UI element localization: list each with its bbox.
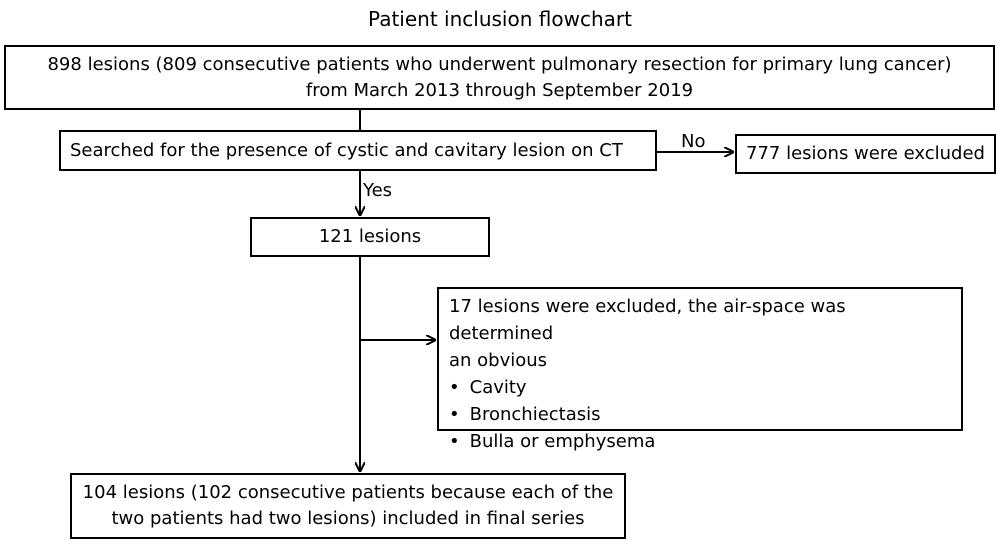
initial-lesions-box: 898 lesions (809 consecutive patients wh… — [4, 45, 995, 110]
no-label: No — [681, 131, 706, 152]
search-ct-text: Searched for the presence of cystic and … — [70, 139, 623, 161]
initial-lesions-line1: 898 lesions (809 consecutive patients wh… — [47, 53, 952, 75]
lesions-121-text: 121 lesions — [318, 226, 422, 247]
flowchart-title: Patient inclusion flowchart — [368, 7, 632, 31]
final-series-line2: two patients had two lesions) included i… — [111, 508, 585, 529]
final-series-box: 104 lesions (102 consecutive patients be… — [70, 473, 626, 539]
reason-bulla-emphysema: Bulla or emphysema — [449, 428, 951, 455]
reason-cavity: Cavity — [449, 374, 951, 401]
yes-label: Yes — [363, 180, 393, 201]
initial-lesions-line2: from March 2013 through September 2019 — [305, 79, 694, 101]
excluded-777-box: 777 lesions were excluded — [735, 134, 996, 174]
excluded-17-line1: 17 lesions were excluded, the air-space … — [449, 296, 846, 344]
excluded-777-text: 777 lesions were excluded — [746, 143, 985, 164]
reason-bronchiectasis: Bronchiectasis — [449, 401, 951, 428]
exclusion-reasons-list: Cavity Bronchiectasis Bulla or emphysema — [449, 374, 951, 455]
excluded-17-box: 17 lesions were excluded, the air-space … — [437, 287, 963, 452]
lesions-121-box: 121 lesions — [250, 217, 490, 257]
excluded-17-line2: an obvious — [449, 350, 548, 371]
final-series-line1: 104 lesions (102 consecutive patients be… — [82, 482, 614, 503]
search-ct-box: Searched for the presence of cystic and … — [59, 130, 657, 171]
